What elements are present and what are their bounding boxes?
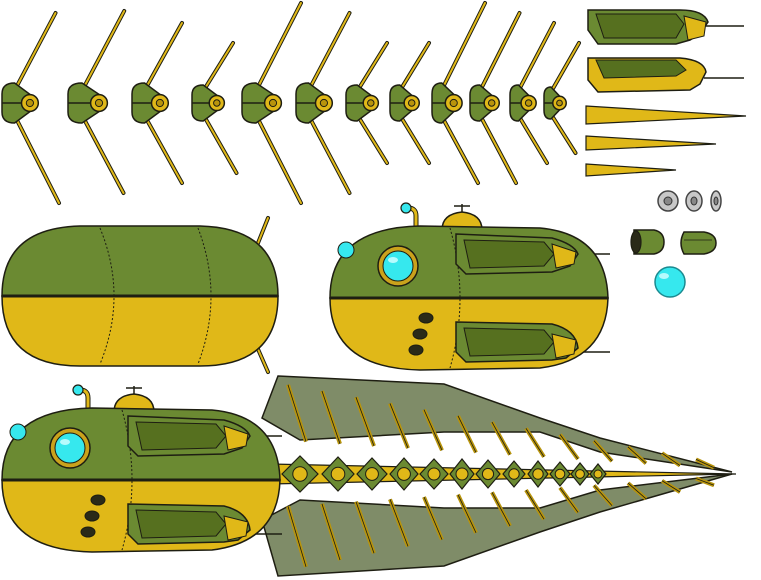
hull-upper [1,225,279,297]
propeller-fin-sprite [295,11,352,195]
fin-blade [551,114,577,154]
fin-blade [203,116,238,174]
vent [418,312,434,324]
sub-hatch [113,393,155,413]
drill-fin [356,457,388,491]
propeller-fin-sprite [191,41,239,175]
drill-fin [589,463,607,485]
fin-blade [518,22,555,90]
propeller-fin-sprite [509,21,556,165]
cap-sprites [630,229,717,255]
fin-blade [480,116,517,184]
drill-fin [502,460,526,488]
side-window [9,423,27,441]
nozzle-bottom-inner [595,59,687,79]
drill-fin [549,461,571,487]
porthole-glass [54,432,86,464]
vent [80,526,96,538]
drill-fin [527,460,549,488]
vent [84,510,100,522]
drill-submarine-sprite [1,375,737,577]
drill-upper-band [261,375,733,473]
hull-lower [1,295,279,367]
fin-blade [357,116,388,164]
nozzle-top-inner [595,13,685,39]
drill-lower-band [261,473,733,577]
drill-fin [281,455,319,493]
side-window [337,241,355,259]
fin-blade [442,2,486,88]
fin-blade [15,12,57,88]
drill-fin [570,462,590,486]
propeller-fin-sprite [469,11,522,185]
sub-hatch [441,211,483,231]
drill-fin [419,458,449,490]
propeller-fin-sprite [1,11,61,205]
propeller-fin-sprite [131,21,184,185]
submarine-sprite [329,202,610,371]
fin-blade [518,116,548,164]
fin-blade [309,118,351,194]
cap-sprite [630,229,665,255]
fin-blade [400,116,430,164]
vent [412,328,428,340]
fin-blade [15,118,60,204]
fin-blade [309,12,351,88]
glass-bubble-sprite [654,266,686,298]
hull-sprite [1,216,279,374]
propeller-fin-sprite [389,41,431,165]
sub-rib [449,227,461,369]
propeller-fin-frames [1,1,581,205]
drill-submarine-body [1,384,282,553]
bolt-ring-sprite [685,190,703,212]
porthole-glass [382,250,414,282]
fin-blade [145,22,183,88]
drill-fin [389,457,419,491]
propeller-fin-sprite [431,1,487,185]
fin-blade [257,118,302,204]
propeller-fin-sprite [345,41,389,165]
fin-blade [551,42,580,92]
bolt-ring-sprite [710,190,722,212]
fin-blade [257,2,302,88]
fin-blade [357,42,388,90]
spike-long [585,105,747,125]
fin-blade [480,12,521,90]
fin-blade [442,118,479,184]
drill-fin [449,458,475,490]
bolt-ring-sprites [657,190,722,212]
vent [90,494,106,506]
propeller-fin-sprite [543,41,581,155]
drill-fin [475,459,501,489]
propeller-fin-sprite [241,1,303,205]
spike-medium [585,135,717,151]
spike-sprites [585,105,747,177]
fin-blade [400,42,430,90]
drill-fin [321,456,355,492]
drill-fin-chain [281,455,607,493]
fin-blade [83,118,125,194]
hull-rib [197,227,212,365]
vent [408,344,424,356]
cap-sprite [680,231,717,255]
hull-rib [99,227,115,365]
fin-blade [83,10,126,88]
spike-short [585,163,677,177]
bolt-ring-sprite [657,190,679,212]
nozzle-sprite [587,9,744,93]
nozzle-top-tip [683,15,707,41]
fin-blade [203,42,234,90]
sub-rib [121,409,133,551]
propeller-fin-sprite [67,9,127,195]
fin-blade [145,118,183,184]
